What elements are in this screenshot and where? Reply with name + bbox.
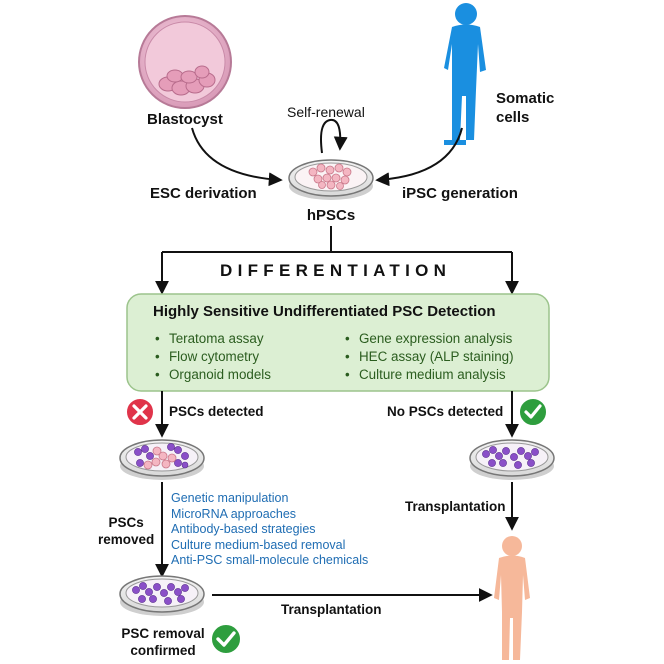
- ipsc-generation-arrow: [375, 127, 463, 187]
- pscs-removed-label: PSCs removed: [98, 515, 155, 547]
- strategy-item: Antibody-based strategies: [171, 522, 316, 537]
- strategy-item: MicroRNA approaches: [171, 506, 297, 521]
- hpscs-label: hPSCs: [306, 207, 356, 224]
- cross-badge-icon: [125, 397, 155, 427]
- purified-culture-dish-icon: [119, 575, 205, 616]
- removal-strategy-list: Genetic manipulation MicroRNA approaches…: [171, 491, 368, 569]
- differentiated-culture-dish-icon: [469, 439, 555, 480]
- strategy-item: Anti-PSC small-molecule chemicals: [171, 553, 369, 568]
- blastocyst-icon: [138, 15, 232, 109]
- confirmed-check-badge-icon: [210, 623, 242, 655]
- esc-derivation-label: ESC derivation: [150, 185, 257, 202]
- check-badge-icon: [518, 397, 548, 427]
- mixed-culture-dish-icon: [119, 439, 205, 480]
- transplantation-bottom-label: Transplantation: [281, 602, 382, 617]
- no-pscs-detected-label: No PSCs detected: [387, 404, 504, 419]
- strategy-item: Culture medium-based removal: [171, 537, 346, 552]
- method-item: Gene expression analysis: [345, 330, 514, 348]
- self-renewal-arrow: [320, 118, 348, 154]
- detection-box-title: Highly Sensitive Undifferentiated PSC De…: [153, 303, 496, 320]
- esc-derivation-arrow: [191, 127, 283, 187]
- method-item: HEC assay (ALP staining): [345, 348, 514, 366]
- somatic-donor-figure-icon: [444, 3, 486, 145]
- self-renewal-label: Self-renewal: [287, 104, 365, 120]
- method-item: Teratoma assay: [155, 330, 271, 348]
- pscs-detected-label: PSCs detected: [169, 404, 264, 419]
- strategy-item: Genetic manipulation: [171, 491, 289, 505]
- hpsc-culture-dish-icon: [288, 159, 374, 200]
- detection-methods-left: Teratoma assay Flow cytometry Organoid m…: [155, 330, 271, 384]
- somatic-cells-label: Somatic cells: [496, 90, 555, 126]
- differentiation-label: DIFFERENTIATION: [214, 261, 458, 281]
- transplantation-right-label: Transplantation: [405, 499, 506, 514]
- removal-confirmed-label: PSC removal confirmed: [121, 626, 205, 658]
- differentiation-bracket: [155, 226, 519, 295]
- detection-methods-right: Gene expression analysis HEC assay (ALP …: [345, 330, 514, 384]
- ipsc-generation-label: iPSC generation: [402, 185, 518, 202]
- blastocyst-label: Blastocyst: [147, 111, 223, 128]
- method-item: Flow cytometry: [155, 348, 271, 366]
- recipient-figure-icon: [494, 536, 530, 660]
- method-item: Organoid models: [155, 366, 271, 384]
- method-item: Culture medium analysis: [345, 366, 514, 384]
